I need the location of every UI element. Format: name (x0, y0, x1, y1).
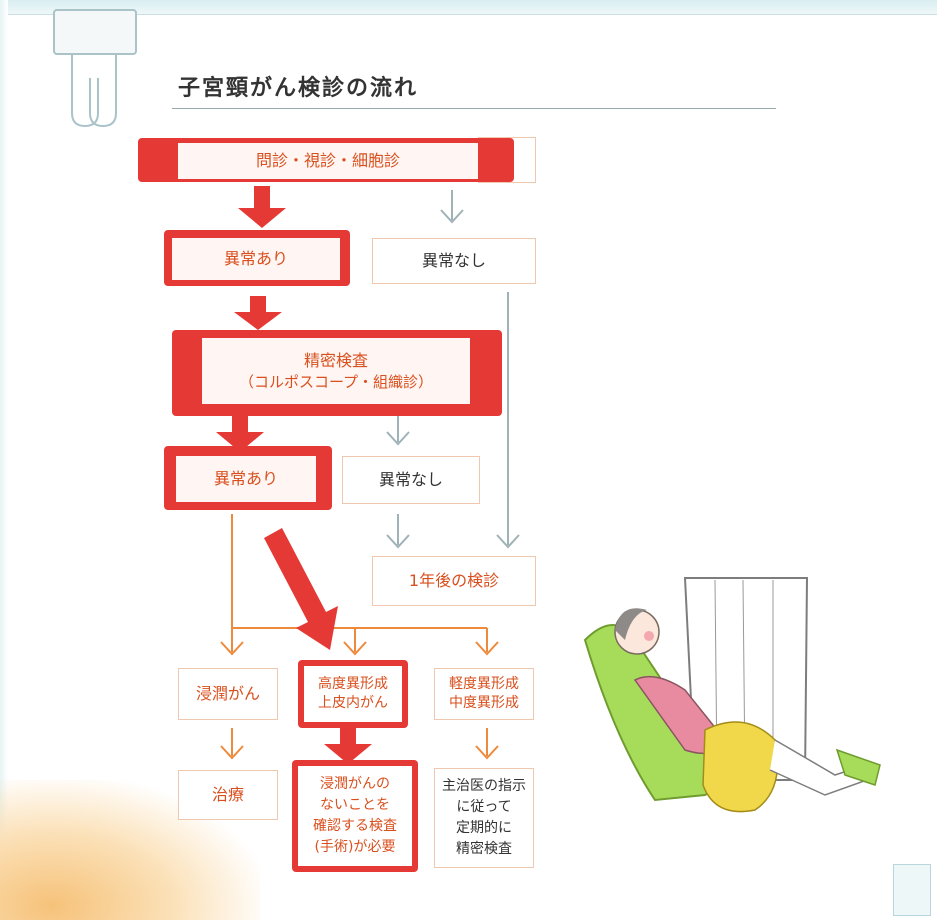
box-exam-outline (478, 137, 536, 183)
highlight-surgery (292, 760, 418, 872)
arrowhead-to-treatment (220, 745, 244, 760)
highlight-highgrade (298, 660, 408, 728)
box-surgery-line1: 浸潤がんの (320, 776, 390, 792)
box-follow-line1: 主治医の指示 (442, 778, 526, 794)
frame-top-edge (0, 0, 937, 15)
arrowhead-normal2-to-nextyear (386, 534, 410, 549)
box-normal2-label: 異常なし (378, 470, 443, 490)
box-invasive-label: 浸潤がん (195, 684, 260, 704)
box-exam: 問診・視診・細胞診 (178, 143, 478, 179)
box-follow-line4: 精密検査 (456, 841, 512, 857)
box-normal1: 異常なし (372, 238, 536, 284)
box-abnormal2-label: 異常あり (213, 469, 278, 489)
box-mild-line1: 軽度異形成 (449, 676, 519, 693)
box-abnormal2: 異常あり (176, 456, 316, 502)
box-follow-line3: 定期的に (456, 820, 512, 836)
box-follow-line2: に従って (456, 799, 512, 815)
arrowhead-to-follow (475, 745, 499, 760)
box-high-grade-line2: 上皮内がん (318, 695, 388, 711)
box-normal1-label: 異常なし (421, 251, 486, 271)
arrowhead-detail-to-normal2 (386, 431, 410, 446)
box-surgery-line3: 確認する検査 (313, 818, 397, 834)
box-detail: 精密検査 （コルポスコープ・組織診） (202, 338, 470, 404)
box-normal2: 異常なし (342, 456, 480, 504)
box-invasive: 浸潤がん (178, 668, 278, 720)
arrowhead-normal1-to-nextyear (496, 534, 520, 549)
box-surgery: 浸潤がんの ないことを 確認する検査 (手術)が必要 (300, 768, 410, 864)
red-arrow-diagonal (264, 528, 338, 650)
arrowhead-to-highgrade (343, 641, 367, 656)
box-detail-line2: （コルポスコープ・組織診） (238, 372, 434, 391)
woman-resting-illustration (583, 577, 881, 813)
arrowhead-exam-to-normal1 (440, 209, 464, 224)
arrowhead-to-invasive (220, 641, 244, 656)
box-abnormal1: 異常あり (172, 238, 340, 280)
red-arrow-4 (324, 728, 372, 764)
page-corner (893, 864, 931, 916)
box-surgery-line2: ないことを (320, 797, 390, 813)
box-exam-label: 問診・視診・細胞診 (255, 151, 400, 171)
box-surgery-line4: (手術)が必要 (314, 839, 396, 855)
box-high-grade: 高度異形成 上皮内がん (306, 668, 400, 720)
red-arrow-2 (234, 296, 282, 330)
binder-clip-icon (53, 9, 137, 128)
arrowhead-to-mild (475, 641, 499, 656)
box-mild: 軽度異形成 中度異形成 (434, 668, 534, 720)
box-follow: 主治医の指示 に従って 定期的に 精密検査 (434, 768, 534, 868)
box-next-year-label: 1年後の検診 (408, 571, 500, 591)
box-mild-line2: 中度異形成 (449, 695, 519, 711)
red-arrow-3 (216, 416, 264, 452)
page-title: 子宮頸がん検診の流れ (178, 76, 419, 101)
box-treatment: 治療 (178, 770, 278, 820)
box-high-grade-line1: 高度異形成 (318, 676, 388, 693)
box-next-year: 1年後の検診 (372, 556, 536, 606)
box-abnormal1-label: 異常あり (223, 249, 288, 269)
title-underline (172, 108, 776, 109)
box-treatment-label: 治療 (211, 785, 244, 805)
frame-left-edge (0, 0, 8, 920)
red-arrow-1 (238, 186, 286, 228)
box-detail-line1: 精密検査 (303, 351, 368, 371)
